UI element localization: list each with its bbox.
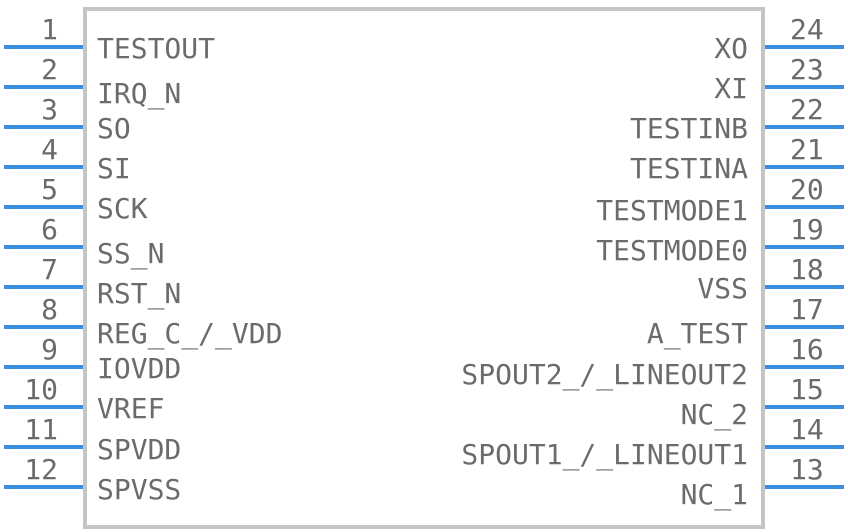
pin-label-19: TESTMODE0 [596, 234, 748, 267]
pin-number-20: 20 [790, 173, 824, 206]
pin-label-3: SO [97, 112, 131, 145]
pin-label-22: TESTINB [630, 112, 748, 145]
pin-label-11: SPVDD [97, 433, 181, 466]
pin-label-13: NC_1 [681, 478, 748, 512]
pin-number-23: 23 [790, 53, 824, 86]
pin-label-23: XI [714, 72, 748, 105]
pin-label-8: REG_C_/_VDD [97, 317, 282, 351]
pin-number-15: 15 [790, 373, 824, 406]
pin-number-5: 5 [41, 173, 58, 206]
pin-label-16: SPOUT2_/_LINEOUT2 [461, 358, 748, 392]
pin-number-3: 3 [41, 93, 58, 126]
pin-number-14: 14 [790, 413, 824, 446]
pin-label-6: SS_N [97, 237, 164, 271]
pin-label-15: NC_2 [681, 398, 748, 432]
pin-label-24: XO [714, 32, 748, 65]
pin-label-1: TESTOUT [97, 32, 215, 65]
pin-number-4: 4 [41, 133, 58, 166]
pin-label-9: IOVDD [97, 352, 181, 385]
pin-number-8: 8 [41, 293, 58, 326]
pin-label-17: A_TEST [647, 317, 748, 351]
pin-number-13: 13 [790, 453, 824, 486]
pin-label-20: TESTMODE1 [596, 194, 748, 227]
pin-number-7: 7 [41, 253, 58, 286]
pin-number-11: 11 [24, 413, 58, 446]
pin-number-22: 22 [790, 93, 824, 126]
pin-label-12: SPVSS [97, 473, 181, 506]
pin-number-2: 2 [41, 53, 58, 86]
pin-number-6: 6 [41, 213, 58, 246]
pin-number-9: 9 [41, 333, 58, 366]
pin-number-24: 24 [790, 13, 824, 46]
pin-number-17: 17 [790, 293, 824, 326]
pin-label-10: VREF [97, 392, 164, 425]
pin-number-21: 21 [790, 133, 824, 166]
pin-number-1: 1 [41, 13, 58, 46]
pin-label-14: SPOUT1_/_LINEOUT1 [461, 438, 748, 472]
chip-body [83, 7, 765, 529]
pin-label-2: IRQ_N [97, 77, 181, 111]
pin-number-18: 18 [790, 253, 824, 286]
pin-number-10: 10 [24, 373, 58, 406]
pin-label-21: TESTINA [630, 152, 748, 185]
pin-number-12: 12 [24, 453, 58, 486]
pin-label-7: RST_N [97, 277, 181, 311]
pin-label-4: SI [97, 152, 131, 185]
pin-number-19: 19 [790, 213, 824, 246]
pin-label-5: SCK [97, 192, 148, 225]
pin-number-16: 16 [790, 333, 824, 366]
pin-label-18: VSS [697, 272, 748, 305]
